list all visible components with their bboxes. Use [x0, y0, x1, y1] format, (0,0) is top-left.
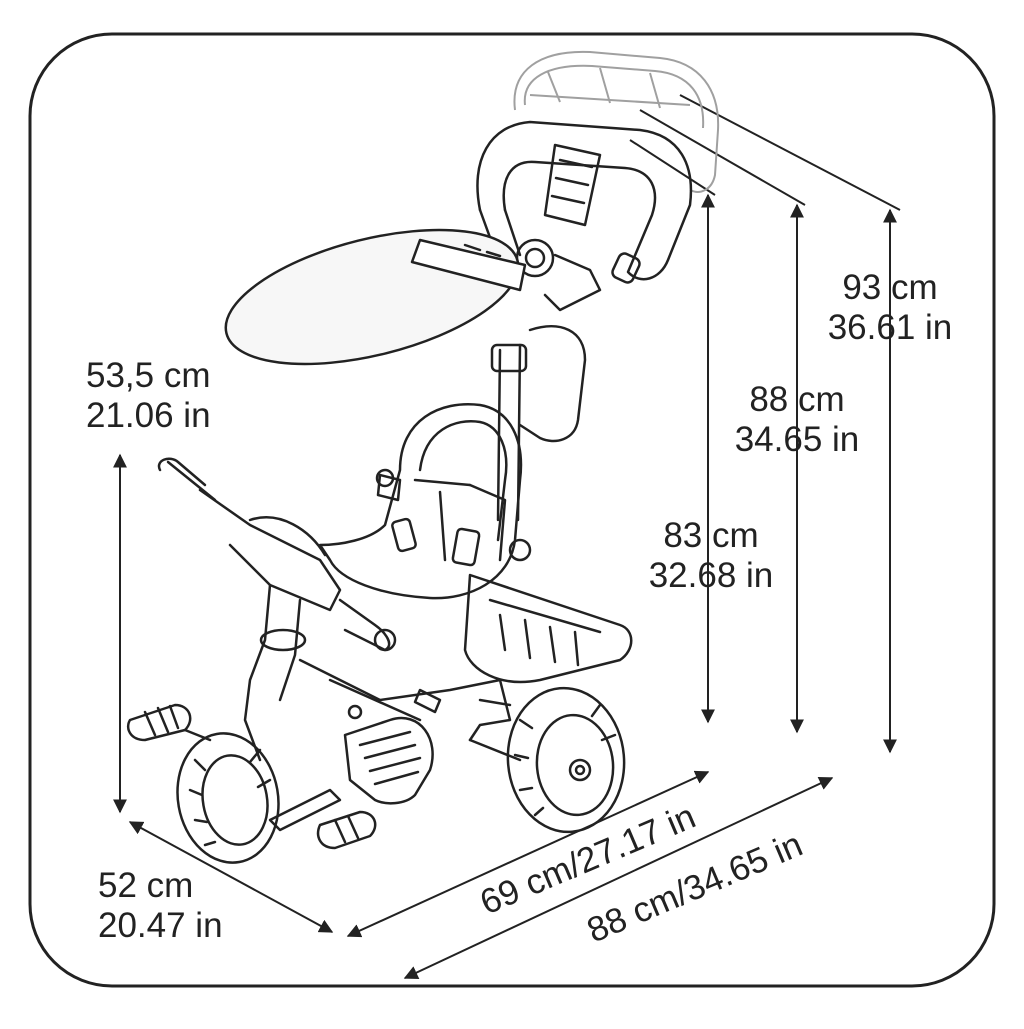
front-wheel — [176, 732, 280, 864]
handle-height-label: 53,5 cm 21.06 in — [86, 356, 211, 436]
width-arrow — [128, 821, 334, 933]
basket — [463, 573, 633, 684]
push-height-label: 88 cm 34.65 in — [722, 380, 872, 460]
seat-height-in: 32.68 in — [648, 556, 774, 595]
total-length-arrow — [403, 777, 834, 979]
handle-height-cm: 53,5 cm — [86, 356, 211, 395]
handle-height-in: 21.06 in — [86, 396, 211, 435]
backrest — [518, 325, 587, 443]
rear-wheel — [506, 686, 626, 834]
raised-handle-outline — [513, 50, 720, 193]
push-height-in: 34.65 in — [734, 420, 860, 459]
extension-line — [639, 109, 806, 206]
max-height-cm: 93 cm — [842, 268, 938, 307]
max-height-in: 36.61 in — [827, 308, 953, 347]
seat-height-cm: 83 cm — [663, 516, 759, 555]
push-height-cm: 88 cm — [749, 380, 845, 419]
width-cm: 52 cm — [98, 866, 194, 905]
max-height-label: 93 cm 36.61 in — [812, 268, 968, 348]
width-label: 52 cm 20.47 in — [98, 866, 223, 946]
tricycle-drawing — [126, 120, 693, 864]
right-pedal — [316, 810, 377, 850]
canopy — [224, 228, 520, 366]
frame-border — [28, 32, 996, 988]
push-handle — [476, 120, 693, 281]
footrest — [343, 716, 434, 805]
extension-line — [629, 139, 716, 196]
width-in: 20.47 in — [98, 906, 223, 945]
seat-height-label: 83 cm 32.68 in — [636, 516, 786, 596]
seat — [318, 403, 523, 600]
